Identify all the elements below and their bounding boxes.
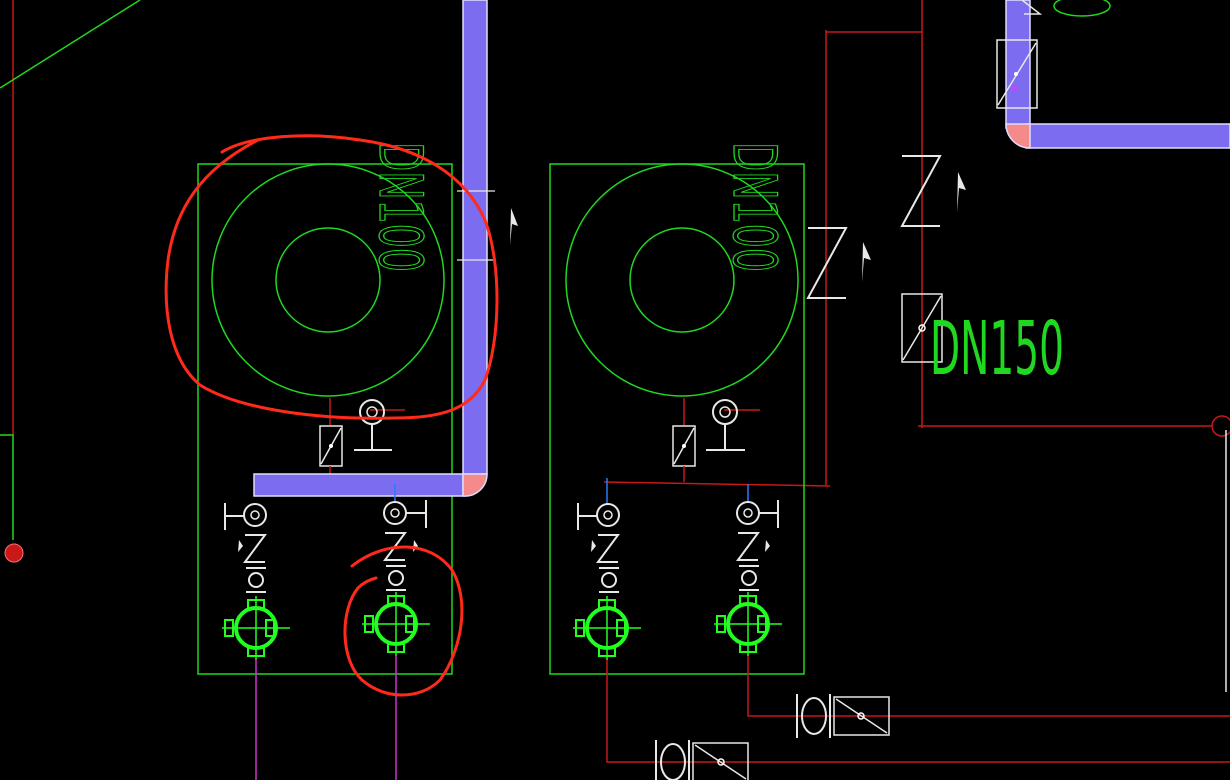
unit-size-label: DN100 <box>365 142 435 272</box>
markup-annotations <box>164 134 499 697</box>
unit-size-label: DN100 <box>719 142 789 272</box>
pump-assembly-1a <box>222 503 290 780</box>
pressure-gauge-icon <box>354 399 392 451</box>
pump-assembly-2b <box>714 484 1230 717</box>
gate-valve-icon <box>901 293 943 363</box>
pump-flange-icon <box>222 596 290 660</box>
pump-assembly-2a <box>573 478 1230 763</box>
check-valve-icon <box>900 155 966 227</box>
pump-flange-icon <box>714 592 782 656</box>
boiler-unit-1: DN100 <box>197 141 453 675</box>
bottom-valves <box>655 694 890 780</box>
pipe-size-label: DN150 <box>930 306 1064 392</box>
gate-valve-icon <box>796 694 890 738</box>
right-red-piping <box>603 0 1230 692</box>
gate-valve-icon <box>655 740 749 780</box>
flow-arrow-icon <box>510 208 518 245</box>
pump-flange-icon <box>362 592 430 656</box>
check-valve-icon <box>806 227 871 299</box>
right-check-valves <box>806 155 966 363</box>
boiler-unit-2: DN100 <box>549 141 805 675</box>
gate-valve-icon <box>672 425 696 467</box>
pump-assembly-1b <box>362 484 430 780</box>
annotation-circle-large <box>164 134 499 420</box>
pressure-gauge-icon <box>706 399 745 451</box>
main-pipe-top-right <box>996 0 1230 149</box>
strainer-icon <box>4 543 24 563</box>
gate-valve-icon <box>996 39 1038 109</box>
gate-valve-icon <box>319 425 343 467</box>
pump-flange-icon <box>573 596 641 660</box>
left-piping <box>0 0 141 563</box>
annotation-circle-small <box>343 545 464 697</box>
